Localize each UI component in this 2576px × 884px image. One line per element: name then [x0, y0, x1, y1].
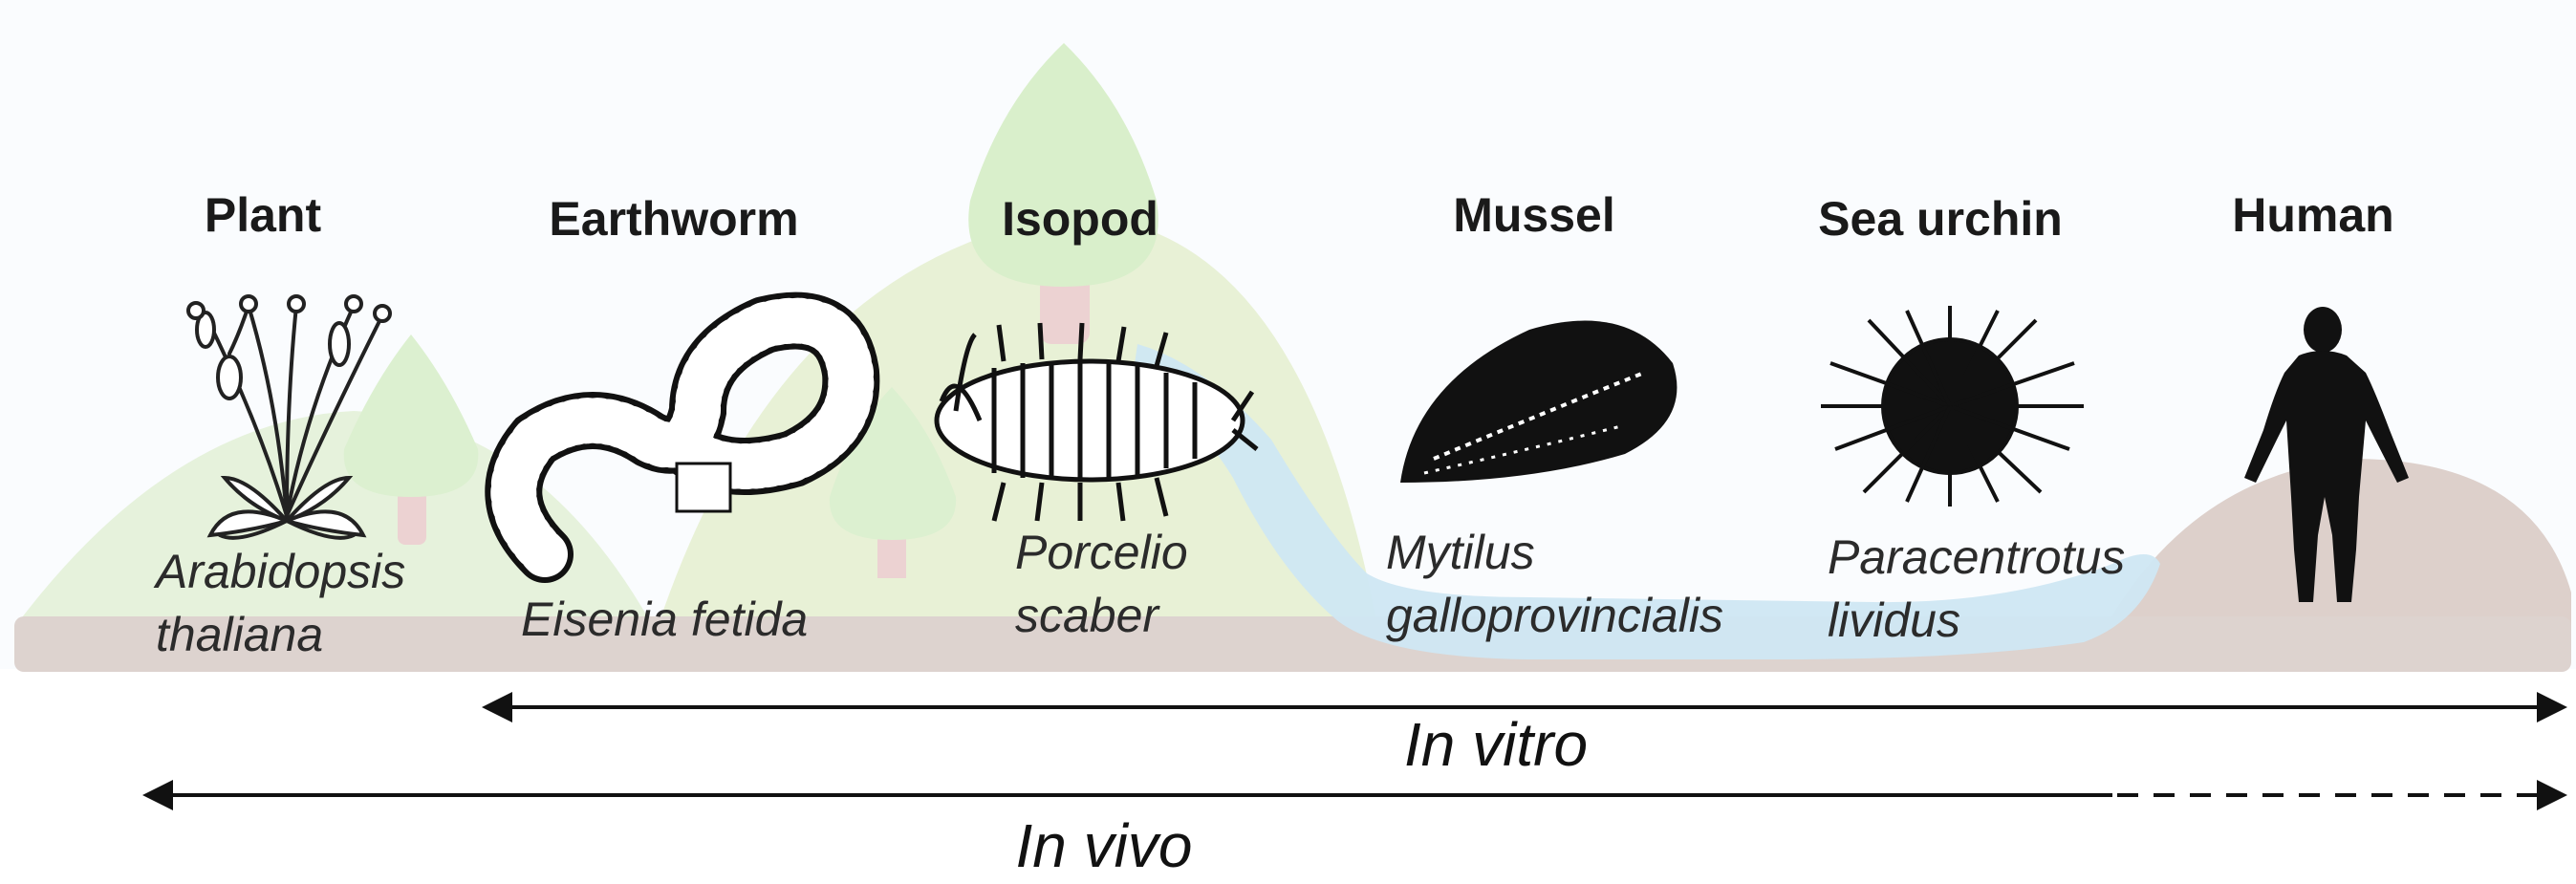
- plant-icon: [186, 294, 392, 540]
- scientific-name-earthworm: Eisenia fetida: [521, 588, 808, 651]
- tree-small-left: [343, 334, 479, 545]
- mussel-icon: [1400, 320, 1678, 483]
- organism-name-mussel: Mussel: [1453, 188, 1615, 242]
- water-river: [1133, 344, 2160, 659]
- scientific-name-line: thaliana: [156, 608, 324, 661]
- tree-small-center: [829, 387, 957, 578]
- scientific-name-plant: Arabidopsis thaliana: [156, 540, 405, 666]
- scientific-name-line: Paracentrotus: [1828, 530, 2126, 584]
- scientific-name-line: lividus: [1828, 593, 1960, 647]
- human-icon: [2244, 307, 2409, 602]
- in-vitro-label: In vitro: [1403, 710, 1589, 779]
- organism-name-plant: Plant: [204, 188, 322, 242]
- scientific-name-sea-urchin: Paracentrotus lividus: [1828, 526, 2125, 652]
- in-vivo-label: In vivo: [1015, 811, 1193, 880]
- organism-name-isopod: Isopod: [1002, 192, 1158, 246]
- scientific-name-line: Eisenia fetida: [521, 593, 809, 646]
- human-hill: [2093, 459, 2571, 659]
- tree-tall-center: [968, 43, 1158, 344]
- scientific-name-mussel: Mytilus galloprovincialis: [1386, 521, 1723, 647]
- organism-name-earthworm: Earthworm: [549, 192, 799, 246]
- isopod-icon: [934, 322, 1259, 522]
- scientific-name-isopod: Porcelio scaber: [1015, 521, 1188, 647]
- organism-name-human: Human: [2232, 188, 2394, 242]
- scientific-name-line: Mytilus: [1386, 526, 1535, 579]
- scientific-name-line: Porcelio: [1015, 526, 1188, 579]
- scientific-name-line: scaber: [1015, 589, 1159, 642]
- scientific-name-line: Arabidopsis: [156, 545, 406, 598]
- scientific-name-line: galloprovincialis: [1386, 589, 1723, 642]
- earthworm-icon: [485, 291, 880, 583]
- organism-name-sea-urchin: Sea urchin: [1818, 192, 2063, 246]
- sea-urchin-icon: [1821, 306, 2084, 507]
